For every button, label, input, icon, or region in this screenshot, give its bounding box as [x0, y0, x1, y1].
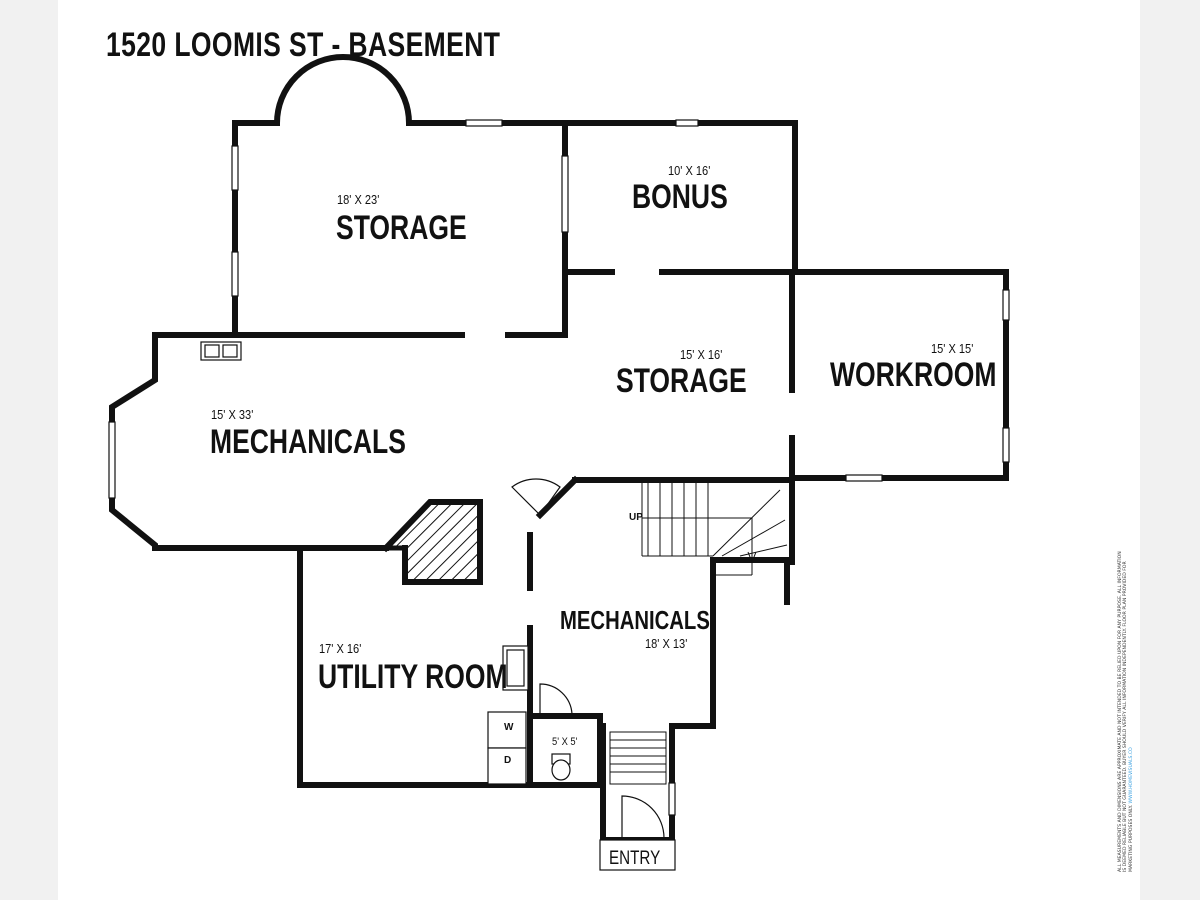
- chimney-icon: [380, 499, 483, 585]
- sink-icon: [200, 341, 242, 361]
- bath-fixtures: [539, 683, 573, 781]
- wall-utility: [297, 545, 603, 788]
- window: [1002, 427, 1010, 463]
- wall-mech-center-right: [669, 557, 716, 729]
- room-size-bath: 5' X 5': [552, 736, 578, 748]
- room-size-utility: 17' X 16': [319, 641, 362, 656]
- room-size-bonus: 10' X 16': [668, 163, 711, 178]
- room-name-bonus: BONUS: [632, 178, 728, 216]
- wall-workroom: [659, 269, 1009, 481]
- entry-box: [599, 839, 676, 871]
- window: [465, 119, 503, 127]
- window: [1002, 289, 1010, 321]
- disclaimer: ALL MEASUREMENTS AND DIMENSIONS ARE APPR…: [1118, 472, 1134, 872]
- window: [231, 251, 239, 297]
- room-size-storage-upper: 18' X 23': [337, 192, 380, 207]
- room-name-storage-middle: STORAGE: [616, 362, 747, 400]
- stairs-up-label: UP: [629, 512, 643, 523]
- washer-label: W: [504, 722, 514, 733]
- room-name-mechanicals-left: MECHANICALS: [210, 423, 406, 461]
- disclaimer-line-3: MARKETING PURPOSES ONLY. WWW.HOMEVISUALS…: [1129, 472, 1134, 872]
- windows: [108, 119, 1010, 816]
- window: [561, 155, 569, 233]
- window: [108, 421, 116, 499]
- entry-label: ENTRY: [609, 848, 661, 869]
- window: [231, 145, 239, 191]
- disclaimer-line-3-text: MARKETING PURPOSES ONLY.: [1128, 804, 1134, 872]
- room-name-utility: UTILITY ROOM: [318, 658, 508, 696]
- room-size-mechanicals-left: 15' X 33': [211, 407, 254, 422]
- disclaimer-link[interactable]: WWW.HOMEVISUALS.CO: [1128, 747, 1134, 804]
- window: [845, 474, 883, 482]
- wall-stair-right: [710, 557, 790, 605]
- bay-arc: [273, 54, 413, 127]
- room-size-mechanicals-center: 18' X 13': [645, 636, 688, 651]
- window: [675, 119, 699, 127]
- room-size-workroom: 15' X 15': [931, 341, 974, 356]
- washer-icon: [487, 711, 527, 749]
- wall-stair-diagonal: [535, 475, 580, 520]
- toilet-icon: [551, 759, 571, 781]
- stairs-icon: [641, 483, 788, 576]
- wall-top: [406, 120, 798, 275]
- entry-stairs-icon: [609, 731, 667, 785]
- dryer-icon: [487, 747, 527, 785]
- door-swing-icon: [511, 478, 561, 516]
- bath-door-icon: [539, 683, 573, 715]
- room-size-storage-middle: 15' X 16': [680, 347, 723, 362]
- page-title: 1520 LOOMIS ST - BASEMENT: [106, 26, 501, 64]
- utility-fixtures: [487, 645, 529, 785]
- dryer-label: D: [504, 755, 512, 766]
- wall-storage-left: [232, 120, 280, 333]
- window: [668, 782, 676, 816]
- room-name-mechanicals-center: MECHANICALS: [560, 605, 710, 635]
- room-name-workroom: WORKROOM: [830, 356, 997, 394]
- entry-door-icon: [621, 795, 665, 839]
- room-name-storage-upper: STORAGE: [336, 209, 467, 247]
